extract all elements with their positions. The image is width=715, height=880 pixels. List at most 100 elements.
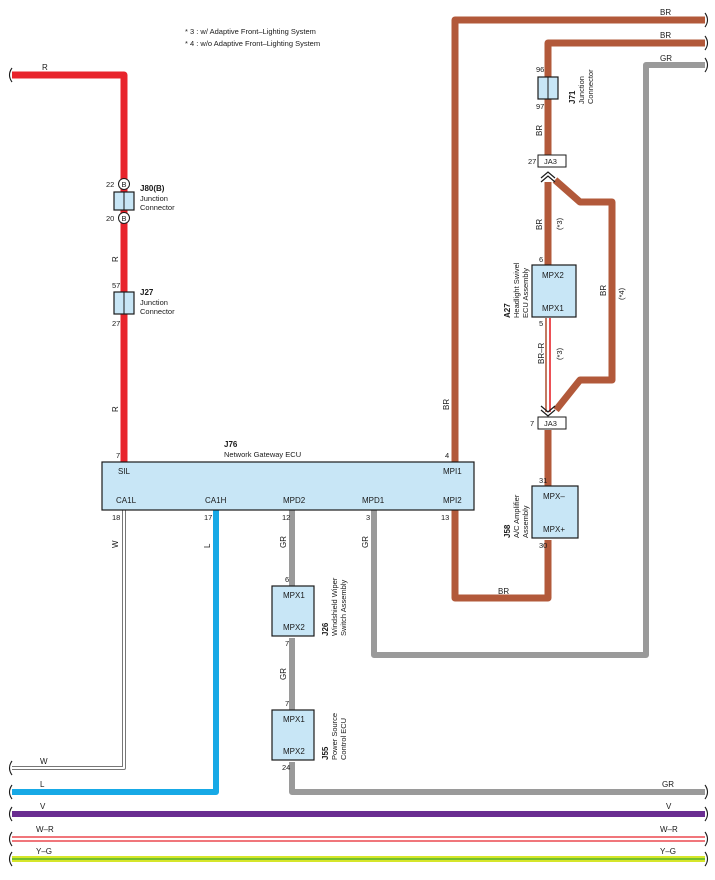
wire-label-gr-bottom: GR — [662, 780, 674, 789]
wire-label-br-mpi: BR — [442, 399, 451, 410]
j80-pin-bottom: 20 — [106, 214, 114, 223]
wire-label-br-bottom: BR — [498, 587, 509, 596]
j76-pin-mpi1: 4 — [445, 451, 449, 460]
wire-labels: R R R BR BR GR BR BR BR (*3) BR (*4) BR–… — [36, 8, 678, 856]
wire-label-wr-left: W–R — [36, 825, 54, 834]
a27-pin-top: 6 — [539, 255, 543, 264]
wire-gray-mpd1 — [371, 62, 705, 658]
j58-code: J58 — [503, 524, 512, 538]
j71-code: J71 — [568, 90, 577, 104]
wire-label-r-low: R — [111, 406, 120, 412]
wire-label-v-right: V — [666, 802, 672, 811]
j26-code: J26 — [321, 622, 330, 636]
wire-label-w: W — [111, 540, 120, 548]
wire-label-l: L — [203, 543, 212, 548]
j71-name-l1: Junction — [577, 76, 586, 104]
j76-port-mpi1: MPI1 — [443, 467, 462, 476]
ja3-bottom-pin: 7 — [530, 419, 534, 428]
j27-pin-bottom: 27 — [112, 319, 120, 328]
j76-pin-sil: 7 — [116, 451, 120, 460]
note-w-afs: * 3 : w/ Adaptive Front–Lighting System — [185, 27, 316, 36]
a27-port-top: MPX2 — [542, 271, 564, 280]
wire-label-br-2: BR — [660, 31, 671, 40]
wire-label-gr-top: GR — [660, 54, 672, 63]
j55-name-l2: Control ECU — [339, 718, 348, 760]
wire-label-w-bottom: W — [40, 757, 48, 766]
j76-port-ca1l: CA1L — [116, 496, 137, 505]
ja3-top-label: JA3 — [544, 157, 557, 166]
wire-brown-mpi — [451, 16, 705, 602]
wire-label-gr-mpd1: GR — [361, 536, 370, 548]
wire-label-br-1: BR — [660, 8, 671, 17]
wire-blue — [12, 510, 219, 795]
j76-port-ca1h: CA1H — [205, 496, 227, 505]
j76-port-mpd1: MPD1 — [362, 496, 385, 505]
j55-power-source-control-ecu: MPX1 MPX2 7 24 J55 Power Source Control … — [271, 699, 348, 772]
ja3-connector-top: JA3 27 — [528, 154, 567, 183]
note-wo-afs: * 4 : w/o Adaptive Front–Lighting System — [185, 39, 320, 48]
j58-name-l1: A/C Amplifier — [512, 494, 521, 538]
j55-pin-bottom: 24 — [282, 763, 290, 772]
wire-label-gr-j26: GR — [279, 668, 288, 680]
j76-pin-mpd1: 3 — [366, 513, 370, 522]
wire-label-br-j71: BR — [535, 125, 544, 136]
j80-name-l2: Connector — [140, 203, 175, 212]
a27-code: A27 — [503, 303, 512, 318]
j80-name-l1: Junction — [140, 194, 168, 203]
j26-port-bottom: MPX2 — [283, 623, 305, 632]
mark-afs-brr: (*3) — [555, 347, 564, 360]
wire-brown-j71 — [544, 39, 705, 166]
j26-pin-bottom: 7 — [285, 639, 289, 648]
j76-pin-ca1h: 17 — [204, 513, 212, 522]
j58-port-bottom: MPX+ — [543, 525, 565, 534]
j55-port-bottom: MPX2 — [283, 747, 305, 756]
j58-pin-bottom: 30 — [539, 541, 547, 550]
j27-name-l2: Connector — [140, 307, 175, 316]
j76-port-mpi2: MPI2 — [443, 496, 462, 505]
wire-label-br-bypass: BR — [599, 285, 608, 296]
wire-label-v-left: V — [40, 802, 46, 811]
j80-marker-bottom: B — [122, 214, 127, 223]
j27-pin-top: 57 — [112, 281, 120, 290]
wire-white — [12, 510, 126, 770]
legend-notes: * 3 : w/ Adaptive Front–Lighting System … — [185, 27, 320, 48]
j80-junction-connector: B B 22 20 J80(B) Junction Connector — [106, 178, 175, 224]
j55-pin-top: 7 — [285, 699, 289, 708]
j76-name: Network Gateway ECU — [224, 450, 301, 459]
wire-brown-bypass — [552, 177, 616, 413]
wire-label-l-bottom: L — [40, 780, 45, 789]
j76-pin-ca1l: 18 — [112, 513, 120, 522]
wire-label-gr-mpd2: GR — [279, 536, 288, 548]
j80-pin-top: 22 — [106, 180, 114, 189]
wire-label-wr-right: W–R — [660, 825, 678, 834]
wire-label-br-r: BR–R — [537, 342, 546, 364]
j26-name-l2: Switch Assembly — [339, 579, 348, 636]
j76-port-sil: SIL — [118, 467, 131, 476]
break-marks — [8, 12, 709, 867]
mark-wo-afs: (*4) — [617, 287, 626, 300]
j58-port-top: MPX– — [543, 492, 565, 501]
mark-afs-a27: (*3) — [555, 217, 564, 230]
j27-junction-connector: 57 27 J27 Junction Connector — [112, 281, 175, 328]
j27-name-l1: Junction — [140, 298, 168, 307]
wire-label-r-mid: R — [111, 256, 120, 262]
j76-network-gateway-ecu: J76 Network Gateway ECU SIL MPI1 CA1L CA… — [101, 440, 475, 522]
j55-code: J55 — [321, 746, 330, 760]
j80-marker-top: B — [122, 180, 127, 189]
ja3-connector-bottom: JA3 7 — [530, 405, 567, 430]
j58-name-l2: Assembly — [521, 505, 530, 538]
j27-code: J27 — [140, 288, 154, 297]
j80-code: J80(B) — [140, 184, 165, 193]
j26-port-top: MPX1 — [283, 591, 305, 600]
j76-pin-mpi2: 13 — [441, 513, 449, 522]
j76-code: J76 — [224, 440, 238, 449]
ja3-bottom-label: JA3 — [544, 419, 557, 428]
j26-name-l1: Windshield Wiper — [330, 577, 339, 636]
a27-name-l1: Headlight Swivel — [512, 262, 521, 318]
a27-name-l2: ECU Assembly — [521, 268, 530, 318]
j76-pin-mpd2: 12 — [282, 513, 290, 522]
j76-port-mpd2: MPD2 — [283, 496, 306, 505]
j55-port-top: MPX1 — [283, 715, 305, 724]
wire-label-br-a27: BR — [535, 219, 544, 230]
